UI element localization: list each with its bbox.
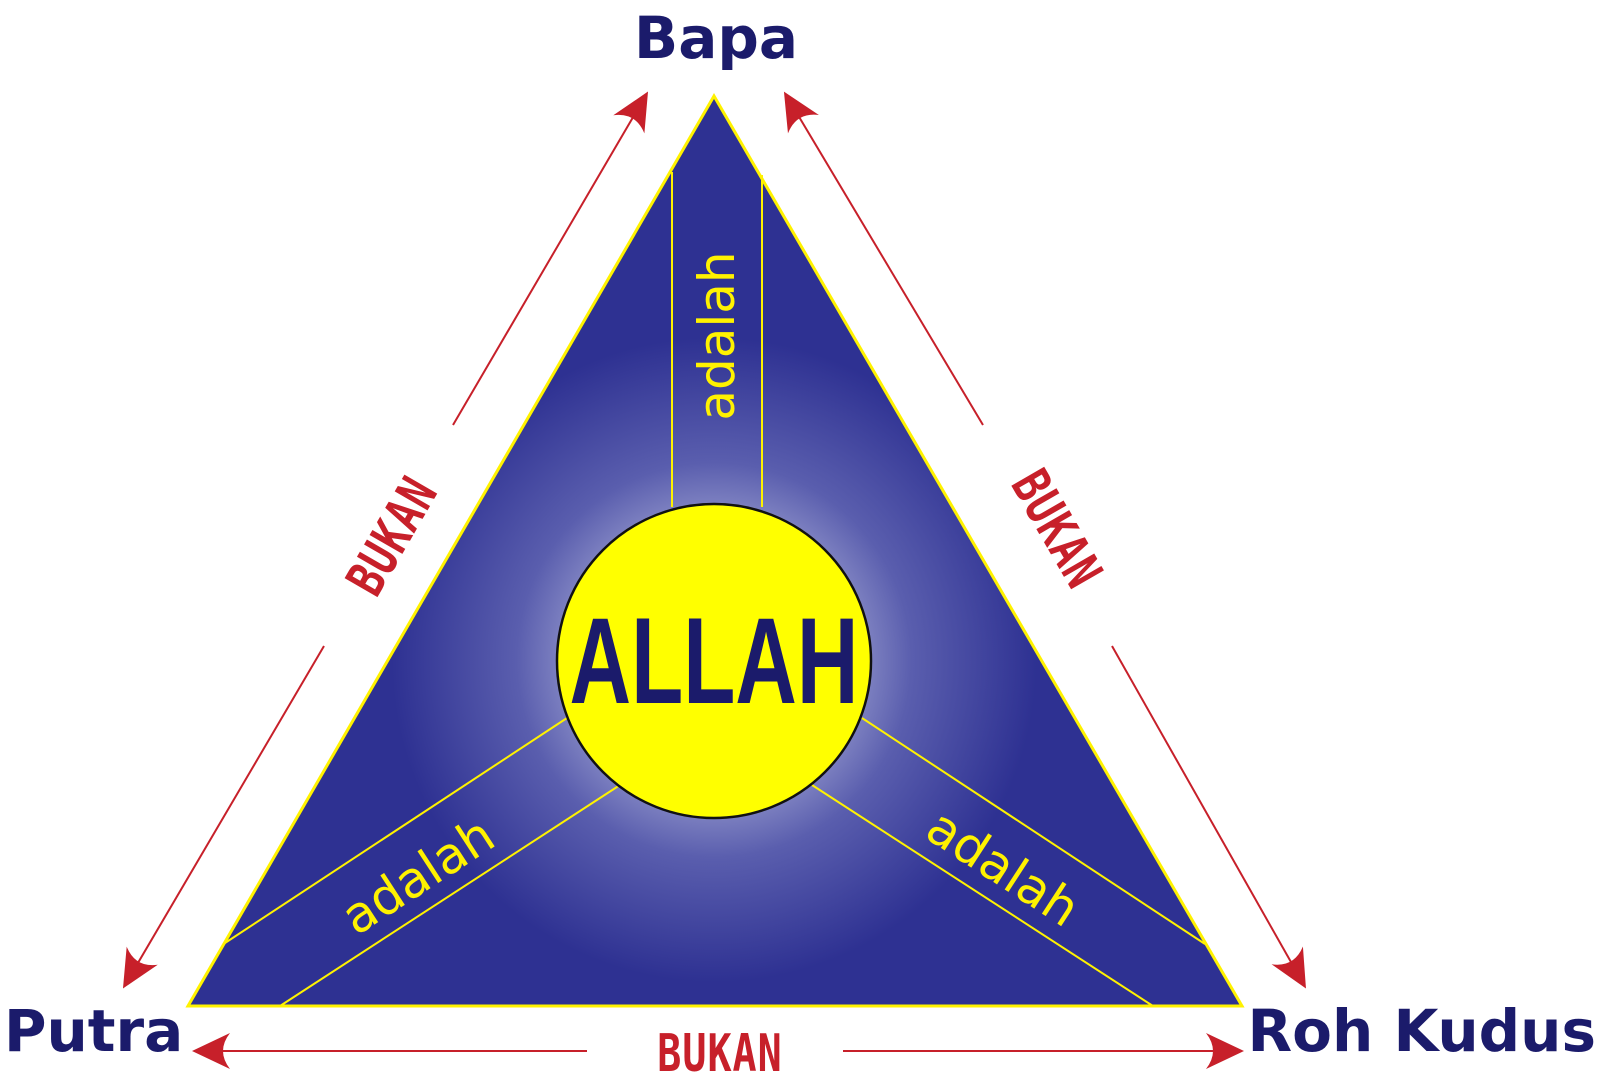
bukan-label-bottom: BUKAN xyxy=(657,1023,782,1084)
arrow-right-up xyxy=(783,91,984,426)
node-label-left: Putra xyxy=(4,997,183,1065)
arrow-left-down xyxy=(122,645,325,989)
adalah-label-top: adalah xyxy=(688,251,746,420)
arrow-right-down xyxy=(1111,645,1306,989)
arrows xyxy=(122,91,1306,1069)
node-label-right: Roh Kudus xyxy=(1247,997,1596,1065)
arrow-left-up xyxy=(452,91,649,426)
center-circle xyxy=(555,502,873,820)
node-label-top: Bapa xyxy=(634,4,798,72)
center-label: ALLAH xyxy=(570,592,859,729)
bukan-label-right: BUKAN xyxy=(999,460,1114,599)
band-lines xyxy=(224,172,1206,1007)
